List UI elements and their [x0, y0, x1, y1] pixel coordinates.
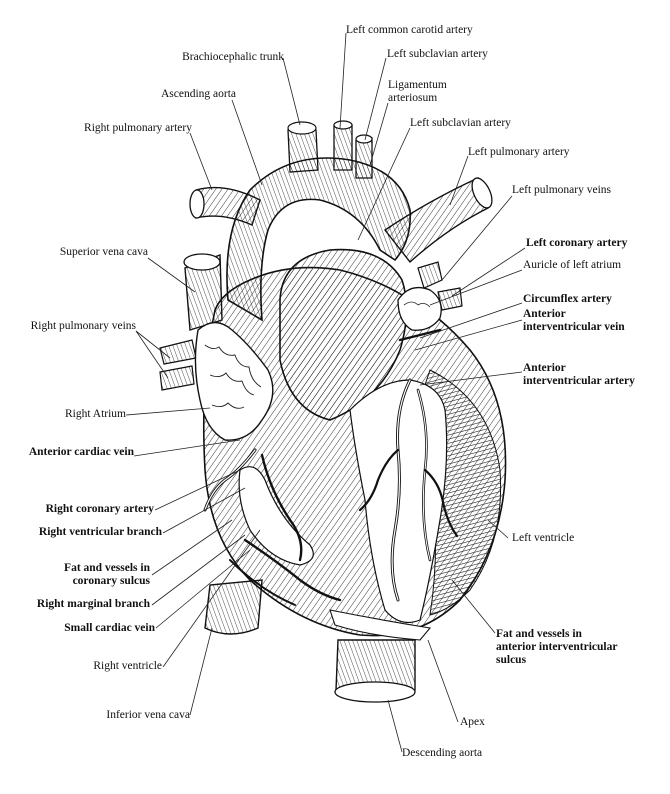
label-brachiocephalic-trunk: Brachiocephalic trunk [182, 51, 284, 63]
label-anterior-interventricular-artery: Anterior interventricular artery [523, 362, 635, 387]
aorta-shape [226, 157, 412, 322]
label-left-coronary-artery: Left coronary artery [526, 237, 628, 249]
inferior-vena-cava-shape [204, 579, 263, 635]
label-left-pulmonary-veins: Left pulmonary veins [512, 184, 612, 196]
label-anterior-interventricular-vein: Anterior interventricular vein [523, 308, 625, 333]
label-right-atrium: Right Atrium [64, 408, 126, 420]
label-anterior-cardiac-vein: Anterior cardiac vein [28, 446, 134, 458]
label-right-pulmonary-veins: Right pulmonary veins [30, 320, 136, 332]
label-left-subclavian-artery-lower: Left subclavian artery [410, 117, 511, 129]
left-pulmonary-artery-shape [383, 177, 493, 264]
label-right-marginal-branch: Right marginal branch [36, 598, 150, 610]
label-inferior-vena-cava: Inferior vena cava [106, 709, 190, 721]
label-right-pulmonary-artery: Right pulmonary artery [84, 122, 192, 134]
leader-lines [125, 32, 526, 753]
label-descending-aorta: Descending aorta [402, 747, 483, 759]
label-right-ventricular-branch: Right ventricular branch [38, 526, 162, 538]
coronary-vessels [203, 328, 459, 606]
label-fat-vessels-anterior-interventricular-sulcus: Fat and vessels in anterior interventric… [496, 628, 618, 666]
right-pulmonary-veins-shape [159, 339, 197, 391]
label-fat-vessels-coronary-sulcus: Fat and vessels in coronary sulcus [64, 562, 150, 587]
label-superior-vena-cava: Superior vena cava [59, 246, 148, 258]
label-left-common-carotid-artery: Left common carotid artery [346, 24, 473, 36]
label-left-pulmonary-artery: Left pulmonary artery [468, 146, 570, 158]
right-atrium-shape [194, 321, 274, 441]
label-small-cardiac-vein: Small cardiac vein [64, 622, 155, 634]
label-apex: Apex [460, 716, 485, 728]
left-auricle-shape [397, 286, 442, 331]
label-auricle-of-left-atrium: Auricle of left atrium [523, 259, 622, 271]
label-left-ventricle: Left ventricle [512, 532, 575, 544]
label-right-coronary-artery: Right coronary artery [45, 503, 154, 515]
label-ligamentum-arteriosum: Ligamentum arteriosum [388, 79, 447, 104]
descending-aorta-shape [334, 639, 416, 703]
label-circumflex-artery: Circumflex artery [523, 293, 612, 305]
label-right-ventricle: Right ventricle [93, 660, 162, 672]
label-left-subclavian-artery-top: Left subclavian artery [387, 48, 488, 60]
label-ascending-aorta: Ascending aorta [160, 88, 236, 100]
